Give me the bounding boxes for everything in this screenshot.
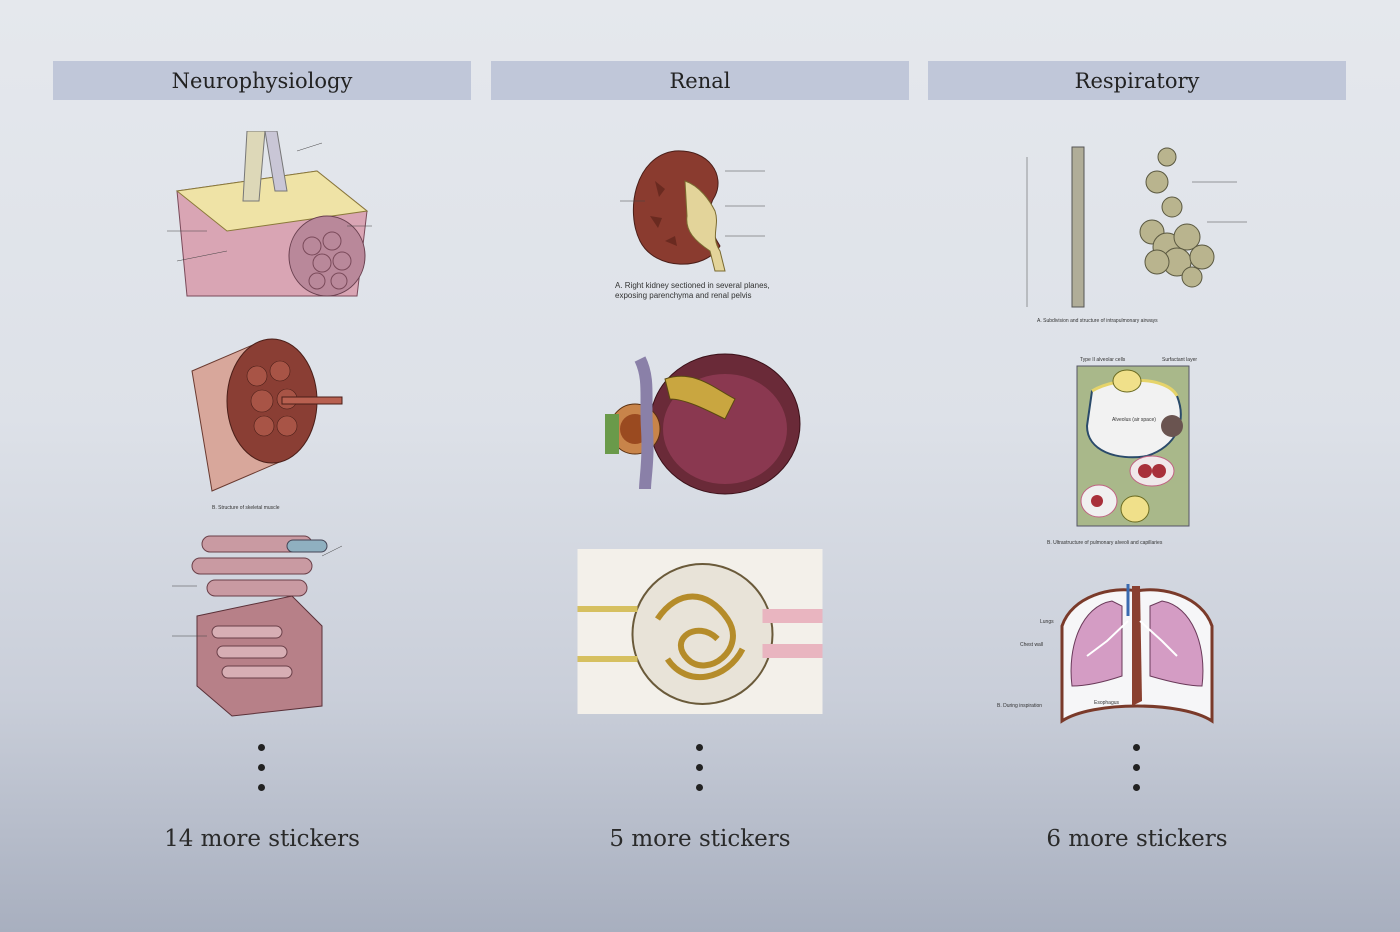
sticker-alveoli[interactable]: Alveolus (air space) Type II alveolar ce… [1017, 351, 1257, 551]
sticker-kidney-section[interactable]: A. Right kidney sectioned in several pla… [615, 141, 785, 301]
more-stickers-count[interactable]: 14 more stickers [164, 826, 360, 852]
sticker-label: Type II alveolar cells [1080, 357, 1126, 363]
sticker-caption: B. During inspiration [997, 703, 1042, 709]
more-indicator [696, 744, 704, 804]
sticker-label: Esophagus [1094, 700, 1120, 706]
more-indicator [1133, 744, 1141, 804]
sticker-airways[interactable]: A. Subdivision and structure of intrapul… [1017, 137, 1257, 327]
sticker-muscle-fiber[interactable] [172, 526, 352, 726]
column-header: Respiratory [928, 61, 1346, 100]
sticker-caption: A. Right kidney sectioned in several pla… [615, 281, 770, 300]
more-stickers-count[interactable]: 5 more stickers [609, 826, 791, 852]
sticker-caption: B. Ultrastructure of pulmonary alveoli a… [1047, 540, 1163, 546]
column-neurophysiology: Neurophysiology B. Structure of skeletal… [53, 61, 471, 921]
sticker-caption: B. Structure of skeletal muscle [212, 505, 280, 511]
sticker-label: Surfactant layer [1162, 357, 1197, 363]
column-respiratory: Respiratory A. Subdivision and structure… [928, 61, 1346, 921]
column-header: Neurophysiology [53, 61, 471, 100]
sticker-label: Lungs [1040, 619, 1054, 625]
sticker-glomerular-capillaries[interactable] [577, 549, 823, 714]
sticker-caption: A. Subdivision and structure of intrapul… [1037, 318, 1158, 324]
column-header: Renal [491, 61, 909, 100]
column-renal: Renal A. Right kidney sectioned in sever… [491, 61, 909, 921]
sticker-lungs-inspiration[interactable]: Lungs Chest wall Esophagus B. During ins… [982, 576, 1292, 726]
more-stickers-count[interactable]: 6 more stickers [1046, 826, 1228, 852]
sticker-neuromuscular-junction[interactable] [147, 131, 377, 301]
sticker-label: Chest wall [1020, 642, 1043, 648]
sticker-skeletal-muscle[interactable]: B. Structure of skeletal muscle [172, 331, 352, 511]
sticker-label: Alveolus (air space) [1112, 417, 1156, 423]
more-indicator [258, 744, 266, 804]
sticker-glomerulus[interactable] [585, 339, 815, 509]
